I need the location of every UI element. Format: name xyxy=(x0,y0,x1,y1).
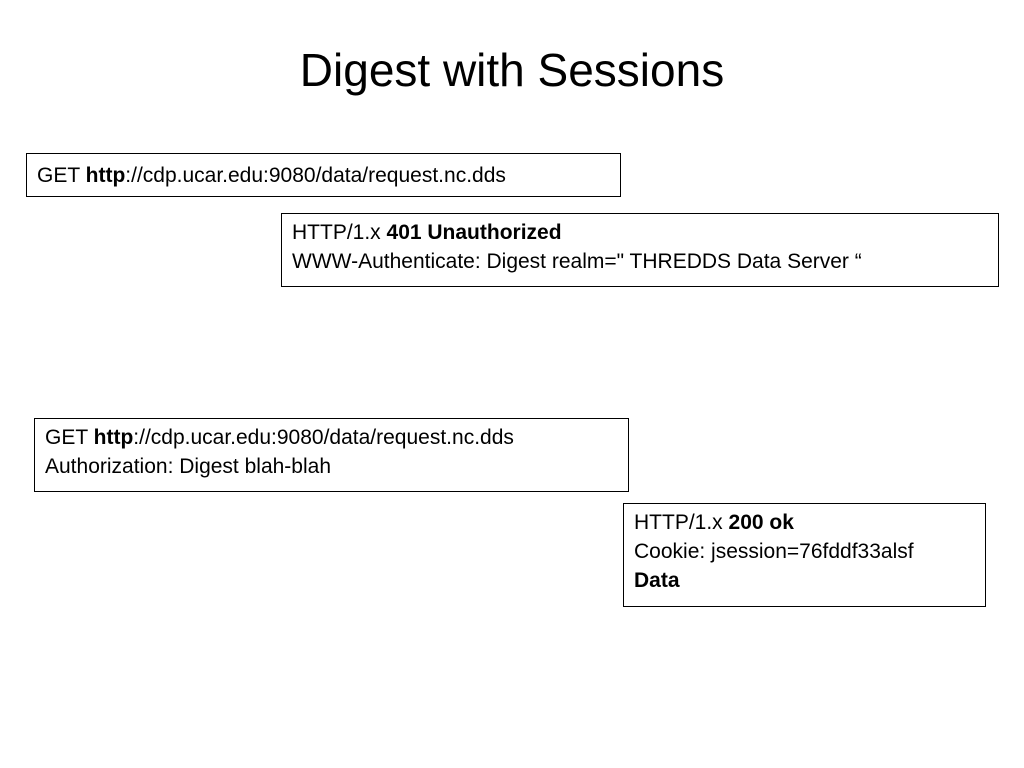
request-line: GET http://cdp.ucar.edu:9080/data/reques… xyxy=(37,161,610,190)
body-data-text: Data xyxy=(634,569,680,592)
status-code-text: 200 ok xyxy=(728,511,794,534)
request-url-text: ://cdp.ucar.edu:9080/data/request.nc.dds xyxy=(125,164,506,187)
request-method-text: GET xyxy=(45,426,94,449)
request-line: GET http://cdp.ucar.edu:9080/data/reques… xyxy=(45,423,618,452)
body-label: Data xyxy=(634,566,975,595)
authorization-header: Authorization: Digest blah-blah xyxy=(45,455,332,478)
http-version-text: HTTP/1.x xyxy=(292,221,387,244)
request-scheme-text: http xyxy=(93,426,134,449)
http-version-text: HTTP/1.x xyxy=(634,511,729,534)
request-method-text: GET xyxy=(37,164,86,187)
www-authenticate-header: WWW-Authenticate: Digest realm=" THREDDS… xyxy=(292,250,862,273)
request-box-authorized-get: GET http://cdp.ucar.edu:9080/data/reques… xyxy=(34,418,629,492)
request-url-text: ://cdp.ucar.edu:9080/data/request.nc.dds xyxy=(133,426,514,449)
cookie-header: Cookie: jsession=76fddf33alsf xyxy=(634,540,914,563)
response-box-ok: HTTP/1.x 200 ok Cookie: jsession=76fddf3… xyxy=(623,503,986,607)
status-line: HTTP/1.x 401 Unauthorized xyxy=(292,218,988,247)
status-line: HTTP/1.x 200 ok xyxy=(634,508,975,537)
response-box-unauthorized: HTTP/1.x 401 Unauthorized WWW-Authentica… xyxy=(281,213,999,287)
request-box-initial-get: GET http://cdp.ucar.edu:9080/data/reques… xyxy=(26,153,621,197)
slide-title: Digest with Sessions xyxy=(299,44,725,96)
status-code-text: 401 Unauthorized xyxy=(386,221,562,244)
request-scheme-text: http xyxy=(85,164,126,187)
